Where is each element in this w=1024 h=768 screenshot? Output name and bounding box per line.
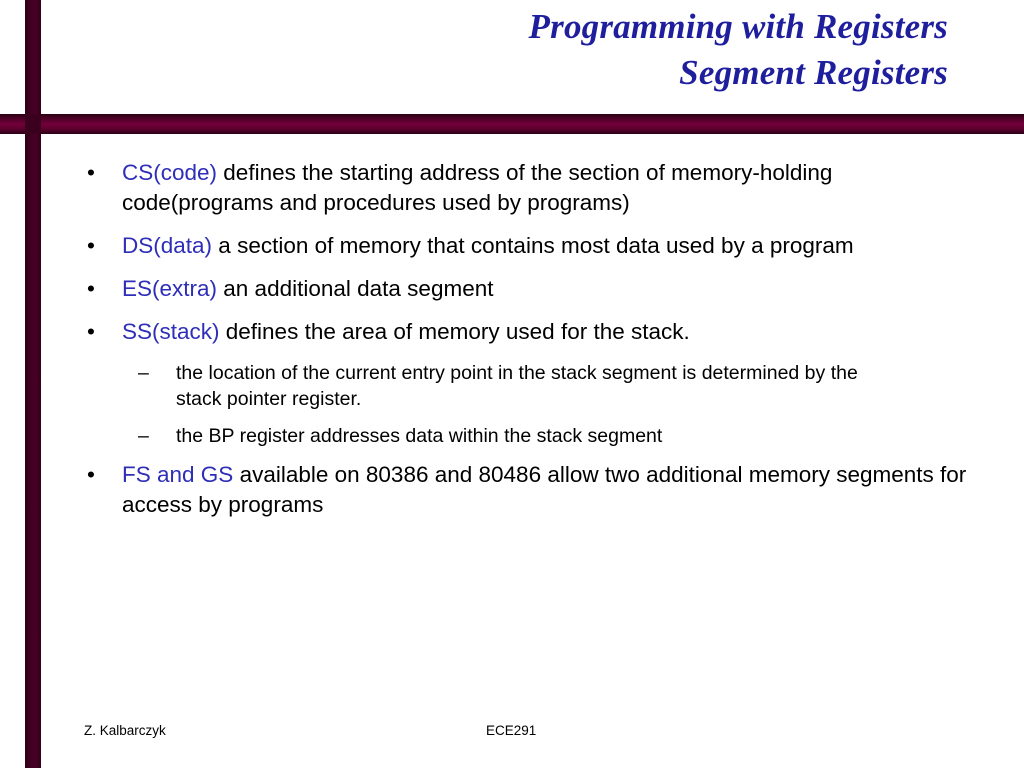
bullet-text-cs: defines the starting address of the sect… — [122, 160, 833, 215]
slide-footer: Z. Kalbarczyk ECE291 — [0, 722, 1024, 744]
bullet-text-es: an additional data segment — [217, 276, 494, 301]
bullet-item-fs-gs: • FS and GS available on 80386 and 80486 … — [80, 460, 972, 520]
register-keyword-ds: DS(data) — [122, 233, 213, 258]
footer-course: ECE291 — [486, 723, 537, 738]
slide-body: • CS(code) defines the starting address o… — [80, 158, 980, 533]
horizontal-accent-bar — [0, 114, 1024, 134]
bullet-item-cs: • CS(code) defines the starting address o… — [80, 158, 980, 218]
register-keyword-cs: CS(code) — [122, 160, 218, 185]
title-line-1: Programming with Registers — [528, 7, 948, 46]
register-keyword-es: ES(extra) — [122, 276, 218, 301]
bullet-marker: • — [87, 462, 95, 487]
vertical-accent-bar — [25, 0, 41, 768]
footer-author: Z. Kalbarczyk — [84, 723, 166, 738]
register-keyword-fs-gs: FS and GS — [122, 462, 234, 487]
bar-intersection — [25, 114, 41, 134]
bullet-item-ss: • SS(stack) defines the area of memory us… — [80, 317, 980, 347]
bullet-text-ds: a section of memory that contains most d… — [212, 233, 854, 258]
title-line-2: Segment Registers — [679, 53, 948, 92]
dash-marker: – — [138, 425, 149, 447]
sub-bullet-stack-pointer: – the location of the current entry point… — [80, 360, 876, 412]
bullet-marker: • — [87, 276, 95, 301]
bullet-text-ss: defines the area of memory used for the … — [219, 319, 690, 344]
bullet-text-fs-gs: available on 80386 and 80486 allow two a… — [122, 462, 967, 517]
bullet-marker: • — [87, 319, 95, 344]
register-keyword-ss: SS(stack) — [122, 319, 220, 344]
bullet-item-es: • ES(extra) an additional data segment — [80, 274, 980, 304]
slide-title: Programming with Registers Segment Regis… — [120, 4, 948, 96]
sub-bullet-bp-register: – the BP register addresses data within t… — [80, 423, 876, 449]
sub-bullet-text: the BP register addresses data within th… — [176, 425, 663, 447]
sub-bullet-group: – the location of the current entry point… — [80, 360, 980, 449]
dash-marker: – — [138, 362, 149, 384]
bullet-marker: • — [87, 233, 95, 258]
bullet-item-ds: • DS(data) a section of memory that conta… — [80, 231, 972, 261]
sub-bullet-text: the location of the current entry point … — [176, 362, 858, 410]
bullet-marker: • — [87, 160, 95, 185]
